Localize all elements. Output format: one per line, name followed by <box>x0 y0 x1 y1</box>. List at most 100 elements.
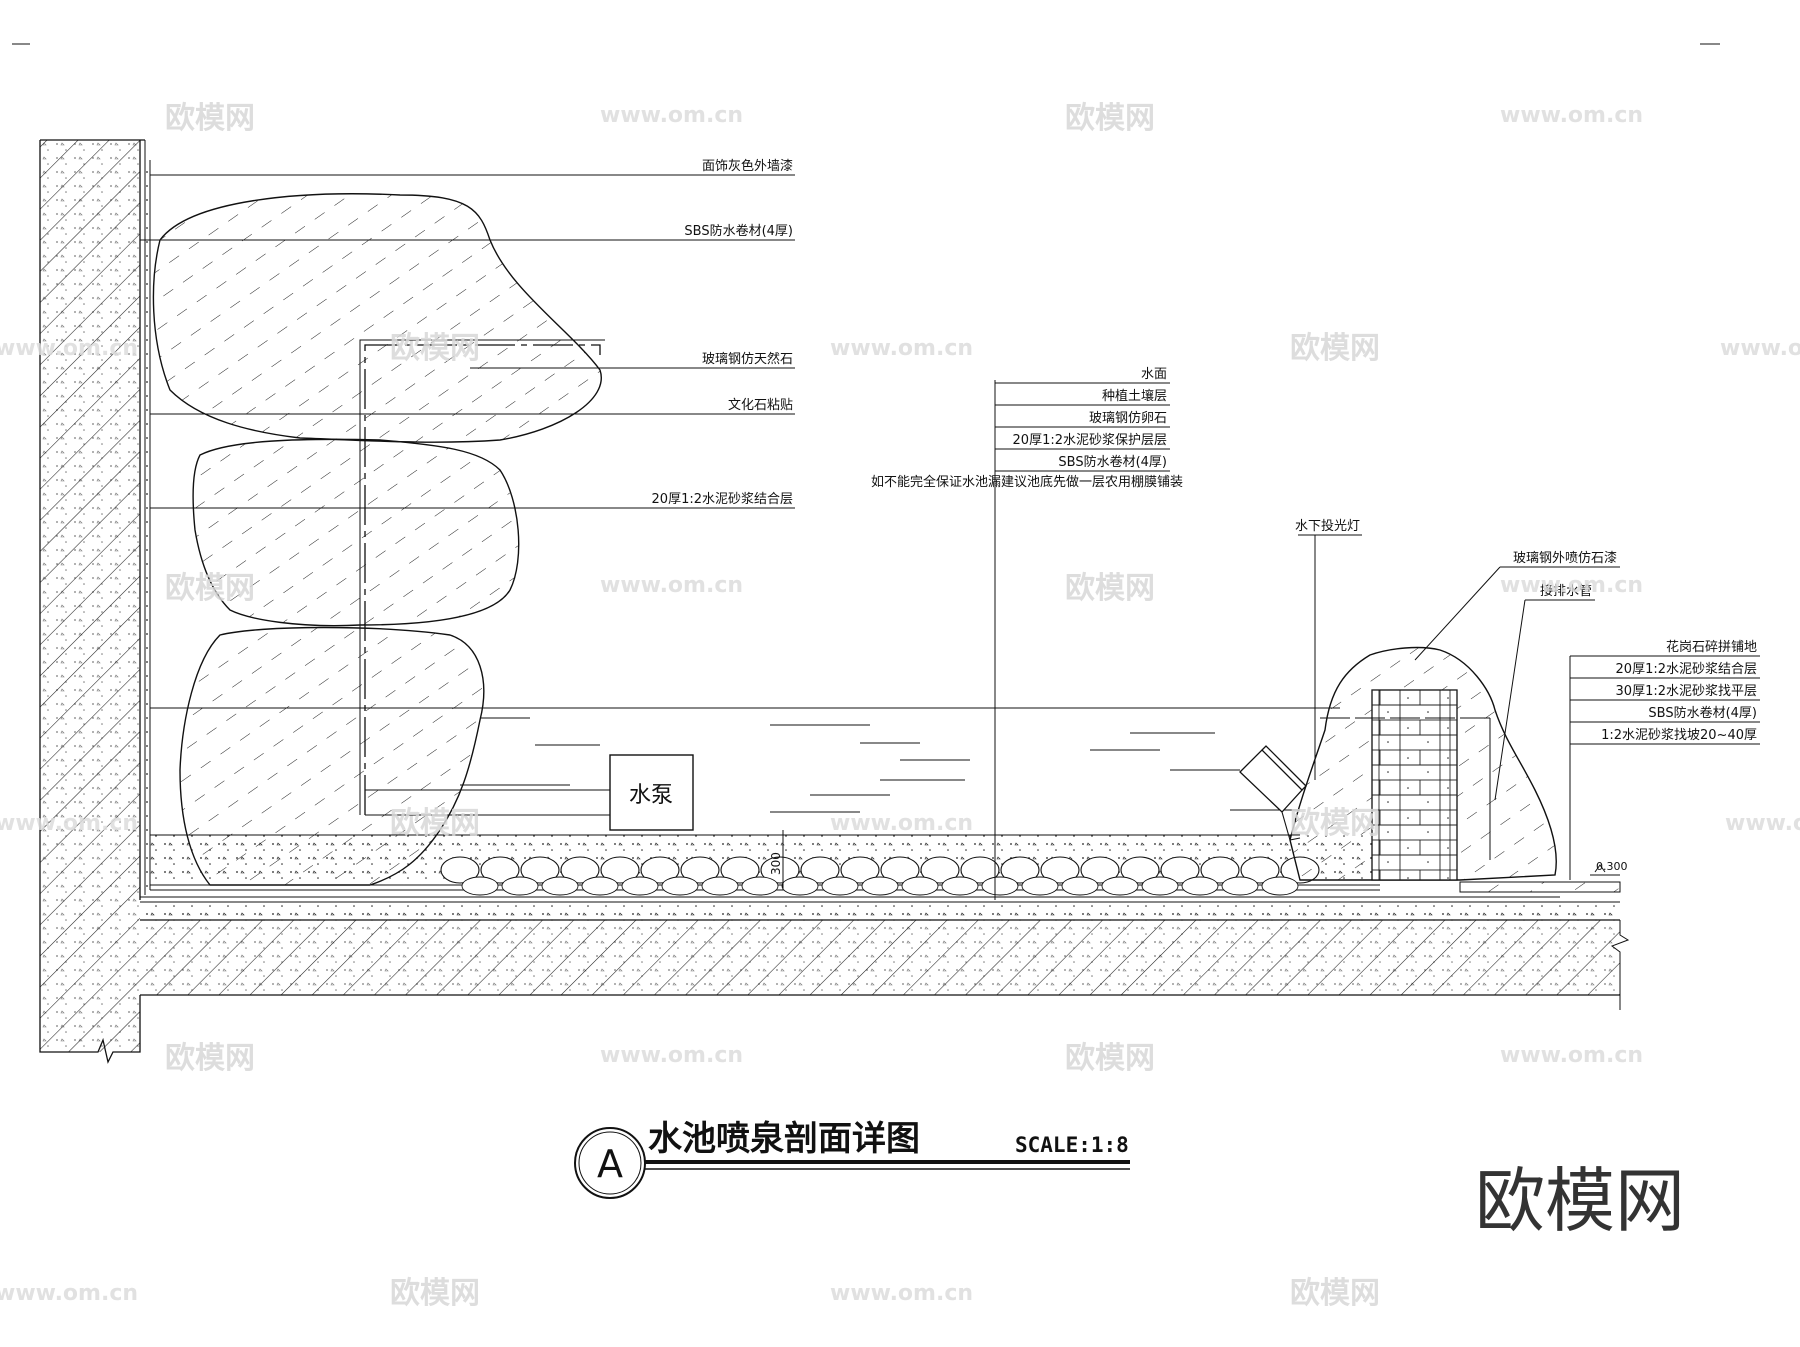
bottom-slab <box>140 884 1630 1010</box>
pebble <box>480 856 520 884</box>
stacked-rocks <box>152 193 602 886</box>
pebble <box>680 856 720 884</box>
label-frp-pebble: 玻璃钢仿卵石 <box>1089 411 1167 426</box>
pebble <box>1000 856 1040 884</box>
pebble <box>861 876 899 896</box>
pump-label: 水泵 <box>629 783 673 808</box>
watermark-url: www.om.cn <box>600 1043 743 1068</box>
watermark-url: www.om.cn <box>830 1281 973 1306</box>
watermark-url: www.om.cn <box>1500 103 1643 128</box>
label-mortar-bond: 20厚1:2水泥砂浆结合层 <box>1616 662 1757 677</box>
pebble <box>461 876 499 896</box>
watermark-logo: 欧模网 <box>1290 331 1380 366</box>
watermark-logo: 欧模网 <box>390 1276 480 1311</box>
pebble <box>520 856 560 884</box>
pebble <box>1040 856 1080 884</box>
label-slope: 1:2水泥砂浆找坡20~40厚 <box>1601 728 1757 743</box>
pebble <box>901 876 939 896</box>
watermark-logo: 欧模网 <box>1065 1041 1155 1076</box>
pebble <box>1221 876 1259 896</box>
right-paving: 0.300 <box>1459 860 1628 893</box>
pebble <box>501 876 539 896</box>
watermarks: 欧模网 www.om.cn 欧模网 www.om.cn 欧模网 www.om.cn 欧模网 w… <box>0 101 1800 1311</box>
pebble <box>640 856 680 884</box>
right-top-annotations: 玻璃钢外喷仿石漆 接排水管 <box>1414 550 1620 801</box>
label-granite: 花岗石碎拼铺地 <box>1666 639 1757 655</box>
watermark-logo: 欧模网 <box>1290 806 1380 841</box>
rock-top <box>152 193 602 443</box>
brand-logo: 欧模网 <box>1475 1160 1685 1242</box>
label-culture-stone: 文化石粘贴 <box>728 398 793 413</box>
watermark-url: www.om.cn <box>600 103 743 128</box>
pebble <box>741 876 779 896</box>
pebble <box>581 876 619 896</box>
title-text: 水池喷泉剖面详图 <box>648 1119 920 1159</box>
pebble <box>880 856 920 884</box>
label-protect-layer: 20厚1:2水泥砂浆保护层层 <box>1013 433 1167 448</box>
watermark-url: www.om.cn <box>0 1281 138 1306</box>
pebble <box>1261 876 1299 896</box>
pebble <box>941 876 979 896</box>
pebble <box>1200 856 1240 884</box>
watermark-url: www.om.cn <box>1500 573 1643 598</box>
label-frp-paint: 玻璃钢外喷仿石漆 <box>1513 550 1617 566</box>
pebble <box>621 876 659 896</box>
label-wall-paint: 面饰灰色外墙漆 <box>702 158 793 174</box>
pebble <box>541 876 579 896</box>
label-underwater-light: 水下投光灯 <box>1295 518 1360 534</box>
pebble <box>1101 876 1139 896</box>
edge-rock <box>1289 646 1557 881</box>
label-sbs-wall: SBS防水卷材(4厚) <box>684 223 793 239</box>
pebble <box>1061 876 1099 896</box>
fountain-pipe <box>359 339 610 816</box>
watermark-logo: 欧模网 <box>165 101 255 136</box>
rock-bottom <box>179 626 485 886</box>
label-film-note: 如不能完全保证水池漏建议池底先做一层农用棚膜铺装 <box>871 474 1183 490</box>
label-sbs-right: SBS防水卷材(4厚) <box>1648 705 1757 721</box>
pebble <box>560 856 600 884</box>
pebble <box>1240 856 1280 884</box>
pebble <box>821 876 859 896</box>
pebble <box>440 856 480 884</box>
label-mortar-level: 30厚1:2水泥砂浆找平层 <box>1616 684 1757 699</box>
pebble <box>701 876 739 896</box>
watermark-logo: 欧模网 <box>1065 571 1155 606</box>
watermark-url: www.om.cn <box>830 336 973 361</box>
pebble <box>720 856 760 884</box>
pebble <box>1120 856 1160 884</box>
pebble <box>661 876 699 896</box>
water-surface <box>150 707 1340 813</box>
pebble <box>1160 856 1200 884</box>
title-marker: A <box>597 1142 623 1186</box>
pebble <box>800 856 840 884</box>
pebble <box>1080 856 1120 884</box>
watermark-url: www.om.cn <box>600 573 743 598</box>
left-annotations: 面饰灰色外墙漆 SBS防水卷材(4厚) 玻璃钢仿天然石 文化石粘贴 20厚1:2… <box>652 158 793 507</box>
watermark-url: www.om.cn <box>1725 811 1800 836</box>
drawing-title: A 水池喷泉剖面详图 SCALE:1:8 <box>574 1119 1130 1199</box>
watermark-logo: 欧模网 <box>165 1041 255 1076</box>
pebble <box>600 856 640 884</box>
pebble <box>1181 876 1219 896</box>
pebble <box>1141 876 1179 896</box>
watermark-url: www.om.cn <box>0 336 138 361</box>
label-mortar-wall: 20厚1:2水泥砂浆结合层 <box>652 492 793 507</box>
watermark-logo: 欧模网 <box>1290 1276 1380 1311</box>
label-soil: 种植土壤层 <box>1102 388 1167 404</box>
watermark-url: www.om.cn <box>0 811 138 836</box>
watermark-url: www.om.cn <box>830 811 973 836</box>
label-frp-stone: 玻璃钢仿天然石 <box>702 351 793 367</box>
center-annotations: 水面 种植土壤层 玻璃钢仿卵石 20厚1:2水泥砂浆保护层层 SBS防水卷材(4… <box>871 367 1183 490</box>
depth-dimension: 300 <box>769 830 784 890</box>
left-leaders <box>140 174 795 509</box>
rock-middle <box>192 438 520 627</box>
watermark-logo: 欧模网 <box>390 331 480 366</box>
pebble <box>840 856 880 884</box>
watermark-logo: 欧模网 <box>165 571 255 606</box>
label-water-surface: 水面 <box>1141 367 1167 382</box>
right-annotations: 花岗石碎拼铺地 20厚1:2水泥砂浆结合层 30厚1:2水泥砂浆找平层 SBS防… <box>1569 639 1760 880</box>
watermark-logo: 欧模网 <box>1065 101 1155 136</box>
pebble <box>920 856 960 884</box>
pebble-layer <box>440 856 1320 896</box>
